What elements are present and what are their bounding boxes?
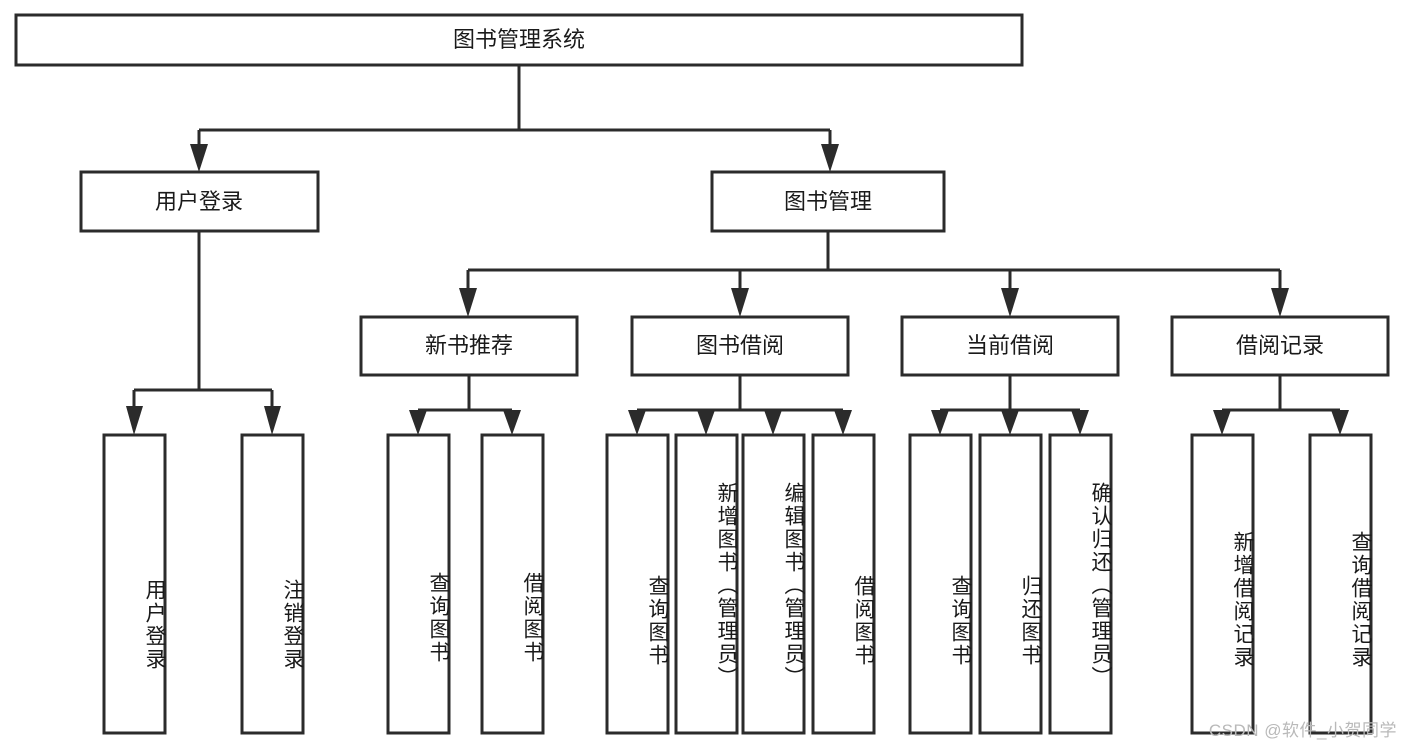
arrow-root-to-user-login-icon [190,144,208,172]
node-current-borrow-label: 当前借阅 [966,333,1054,358]
node-borrow-record[interactable]: 借阅记录 [1170,315,1390,377]
arrow-bm-to-current-borrow-icon [1001,288,1019,317]
node-book-management-label: 图书管理 [784,189,872,214]
leaf-box-edit-book[interactable] [741,433,806,735]
arrow-to-leaf-query-book-2-icon [628,410,646,435]
node-book-borrow-box[interactable] [630,315,850,377]
node-borrow-record-label: 借阅记录 [1236,333,1324,358]
node-new-book-recommend-box[interactable] [359,315,579,377]
node-root[interactable]: 图书管理系统 [14,13,1024,67]
leaf-box-query-book-1[interactable] [386,433,451,735]
leaf-box-borrow-book-1[interactable] [480,433,545,735]
arrow-to-leaf-borrow-book-1-icon [503,410,521,435]
node-book-borrow[interactable]: 图书借阅 [630,315,850,377]
node-new-book-recommend-label: 新书推荐 [425,333,513,358]
arrow-bm-to-book-borrow-icon [731,288,749,317]
arrow-to-leaf-borrow-book-2-icon [834,410,852,435]
arrow-to-leaf-logout-login-icon [264,406,281,435]
leaf-box-query-record[interactable] [1308,433,1373,735]
arrow-to-leaf-add-record-icon [1213,410,1231,435]
leaf-box-add-book[interactable] [674,433,739,735]
watermark-text: CSDN @软件_小贺同学 [1208,721,1397,740]
leaf-box-borrow-book-2[interactable] [811,433,876,735]
node-root-label: 图书管理系统 [453,27,585,52]
leaf-box-logout-login[interactable] [240,433,305,735]
leaf-box-query-book-2[interactable] [605,433,670,735]
node-book-management[interactable]: 图书管理 [710,170,946,233]
arrow-to-leaf-query-book-3-icon [931,410,949,435]
leaf-box-return-book[interactable] [978,433,1043,735]
leaf-box-add-record[interactable] [1190,433,1255,735]
node-root-box[interactable] [14,13,1024,67]
arrow-bm-to-new-book-icon [459,288,477,317]
arrow-to-leaf-query-book-1-icon [409,410,427,435]
node-book-management-box[interactable] [710,170,946,233]
arrow-to-leaf-return-book-icon [1001,410,1019,435]
leaf-box-confirm-return[interactable] [1048,433,1113,735]
leaf-box-user-login[interactable] [102,433,167,735]
arrow-to-leaf-edit-book-icon [764,410,782,435]
arrow-to-leaf-add-book-icon [697,410,715,435]
node-book-borrow-label: 图书借阅 [696,333,784,358]
node-borrow-record-box[interactable] [1170,315,1390,377]
node-current-borrow[interactable]: 当前借阅 [900,315,1120,377]
node-current-borrow-box[interactable] [900,315,1120,377]
arrow-to-leaf-confirm-return-icon [1071,410,1089,435]
node-new-book-recommend[interactable]: 新书推荐 [359,315,579,377]
arrow-bm-to-borrow-record-icon [1271,288,1289,317]
node-user-login-label: 用户登录 [155,189,243,214]
arrow-to-leaf-query-record-icon [1331,410,1349,435]
leaf-box-query-book-3[interactable] [908,433,973,735]
node-user-login[interactable]: 用户登录 [79,170,320,233]
arrow-root-to-book-management-icon [821,144,839,172]
arrow-to-leaf-user-login-icon [126,406,143,435]
